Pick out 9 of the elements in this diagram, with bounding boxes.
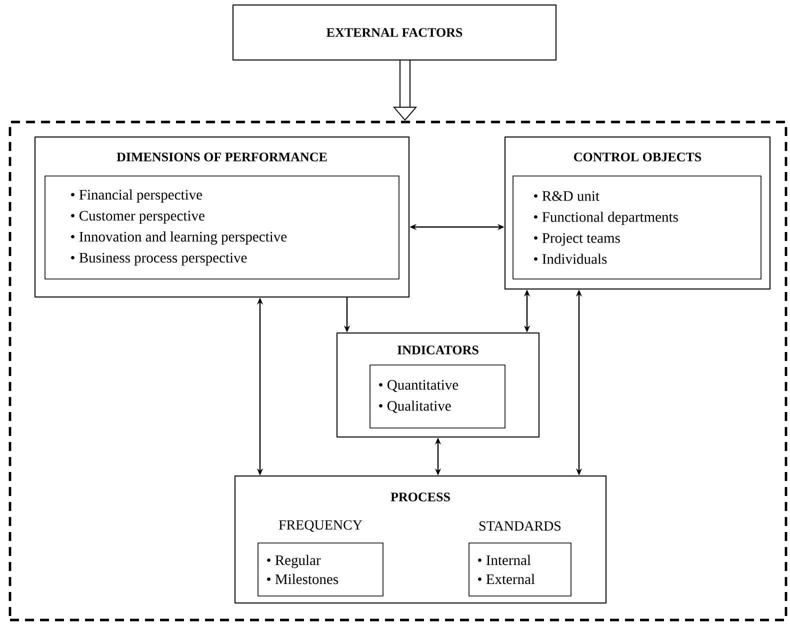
heading: FREQUENCY	[278, 520, 362, 532]
list-box: • Internal • External	[468, 542, 572, 596]
list-box: • R&D unit • Functional departments • Project teams • Individuals	[512, 176, 762, 280]
list-box: • Regular • Milestones	[258, 542, 384, 596]
heading: STANDARDS	[480, 521, 561, 531]
list-box: • Quantitative • Qualitative	[370, 364, 506, 428]
list-box: • Financial perspective • Customer perspective • Innovation and learning perspective • Business process perspective	[44, 176, 400, 280]
box: EXTERNAL FACTORS	[232, 4, 556, 60]
dashed-boundary	[8, 120, 788, 622]
